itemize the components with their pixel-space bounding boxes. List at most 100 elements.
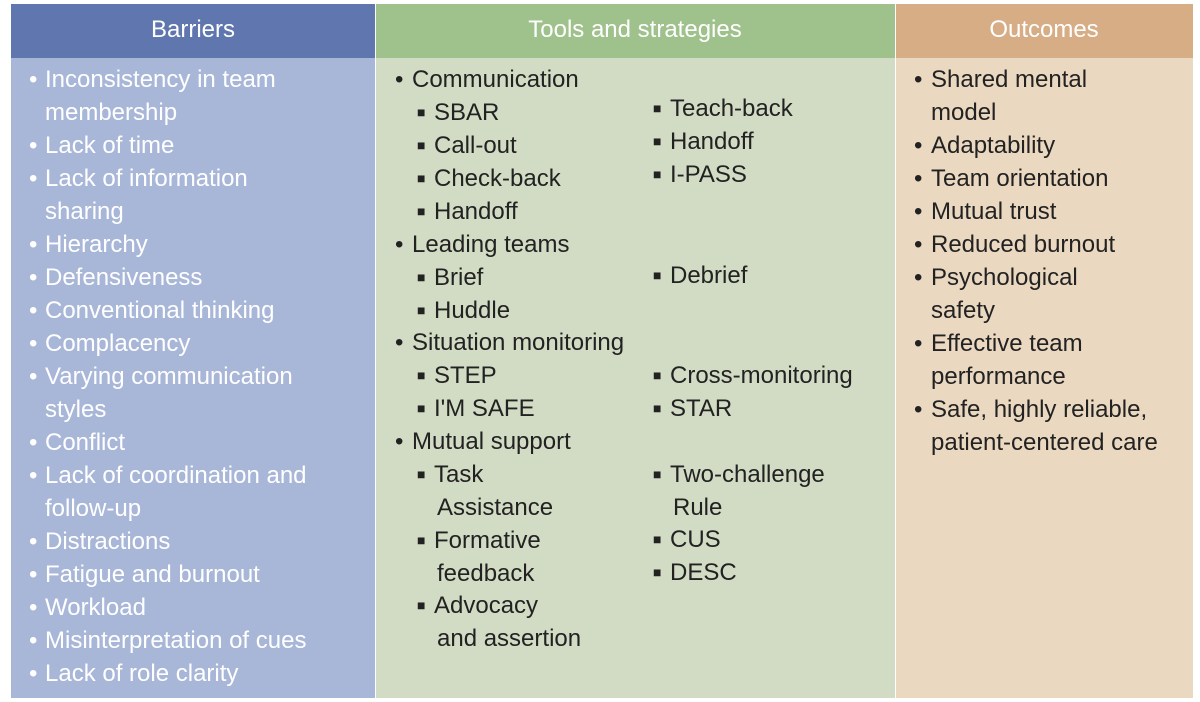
barrier-text: Hierarchy: [45, 231, 148, 258]
tool-cus: ■CUS: [653, 526, 721, 553]
barrier-item: • Misinterpretation of cues: [29, 624, 306, 657]
column-divider: [375, 4, 376, 698]
bullet-icon: •: [29, 297, 38, 324]
outcome-text: Safe, highly reliable,: [931, 396, 1148, 423]
barrier-text: styles: [45, 396, 107, 423]
outcome-text: safety: [931, 297, 996, 324]
barrier-text: Conflict: [45, 429, 126, 456]
outcome-text: Reduced burnout: [931, 231, 1116, 258]
barriers-column: Barriers • Inconsistency in team membershi…: [11, 4, 375, 698]
barrier-text: Lack of time: [45, 132, 175, 159]
tool-cross-monitoring: ■Cross-monitoring: [653, 362, 853, 389]
tool-ipass: ■I-PASS: [653, 161, 747, 188]
tool-im-safe: ■I'M SAFE: [417, 395, 535, 422]
barrier-item: • Complacency: [29, 327, 190, 360]
barrier-text: membership: [45, 99, 178, 126]
barrier-text: Complacency: [45, 330, 191, 357]
tool-category-situation-monitoring: •Situation monitoring: [395, 329, 625, 356]
bullet-icon: •: [914, 231, 923, 258]
barrier-item: • Conventional thinking: [29, 294, 275, 327]
outcome-item: • Psychological safety: [914, 261, 1078, 327]
outcome-item: • Reduced burnout: [914, 228, 1115, 261]
tool-desc: ■DESC: [653, 559, 737, 586]
bullet-icon: •: [29, 66, 38, 93]
bullet-icon: •: [914, 165, 923, 192]
barrier-item: • Defensiveness: [29, 261, 202, 294]
barrier-item: •Lack of time: [29, 129, 174, 162]
outcome-text: Mutual trust: [931, 198, 1057, 225]
barrier-item: • Distractions: [29, 525, 170, 558]
tool-call-out: ■Call-out: [417, 132, 517, 159]
bullet-icon: •: [914, 396, 923, 423]
outcome-text: patient-centered care: [931, 429, 1158, 456]
tool-check-back: ■Check-back: [417, 165, 561, 192]
outcome-item: •Mutual trust: [914, 195, 1056, 228]
outcome-text: model: [931, 99, 997, 126]
bullet-icon: •: [29, 264, 38, 291]
bullet-icon: •: [29, 231, 38, 258]
tool-step: ■STEP: [417, 362, 497, 389]
tool-category-communication: •Communication: [395, 66, 579, 93]
tool-handoff: ■Handoff: [417, 198, 518, 225]
barrier-text: Inconsistency in team: [45, 66, 276, 93]
bullet-icon: •: [914, 132, 923, 159]
barrier-item: • Varying communication styles: [29, 360, 293, 426]
outcome-text: performance: [931, 363, 1066, 390]
barrier-text: follow-up: [45, 495, 142, 522]
barrier-text: Defensiveness: [45, 264, 203, 291]
barrier-text: Misinterpretation of cues: [45, 627, 307, 654]
bullet-icon: •: [29, 330, 38, 357]
tools-header: Tools and strategies: [375, 4, 895, 58]
tool-category-leading-teams: •Leading teams: [395, 231, 570, 258]
bullet-icon: •: [29, 363, 38, 390]
outcome-item: • Effective team performance: [914, 327, 1083, 393]
barrier-text: Lack of role clarity: [45, 660, 239, 687]
outcomes-header: Outcomes: [895, 4, 1193, 58]
tool-sbar: ■SBAR: [417, 99, 500, 126]
tools-column: Tools and strategies •Communication ■SBA…: [375, 4, 895, 698]
barrier-item: • Inconsistency in team membership: [29, 63, 276, 129]
barriers-header: Barriers: [11, 4, 375, 58]
bullet-icon: •: [914, 264, 923, 291]
column-divider: [895, 4, 896, 698]
outcome-text: Shared mental: [931, 66, 1088, 93]
outcome-item: • Shared mental model: [914, 63, 1087, 129]
barrier-item: • Conflict: [29, 426, 125, 459]
bullet-icon: •: [29, 528, 38, 555]
tool-huddle: ■Huddle: [417, 297, 511, 324]
barrier-text: Varying communication: [45, 363, 293, 390]
bullet-icon: •: [29, 429, 38, 456]
barrier-text: Fatigue and burnout: [45, 561, 260, 588]
barrier-text: Distractions: [45, 528, 171, 555]
outcome-item: • Adaptability: [914, 129, 1055, 162]
barrier-text: Lack of information: [45, 165, 248, 192]
outcome-text: Adaptability: [931, 132, 1056, 159]
bullet-icon: •: [29, 462, 38, 489]
tool-handoff-2: ■Handoff: [653, 128, 754, 155]
tool-brief: ■Brief: [417, 264, 484, 291]
barrier-item: •Workload: [29, 591, 146, 624]
barrier-item: • Hierarchy: [29, 228, 148, 261]
barrier-item: • Lack of information sharing: [29, 162, 248, 228]
bullet-icon: •: [29, 627, 38, 654]
bullet-icon: •: [914, 66, 923, 93]
barrier-text: Workload: [45, 594, 146, 621]
outcome-text: Team orientation: [931, 165, 1109, 192]
outcome-text: Psychological: [931, 264, 1078, 291]
tool-debrief: ■Debrief: [653, 262, 748, 289]
barrier-item: •Fatigue and burnout: [29, 558, 260, 591]
barrier-text: Lack of coordination and: [45, 462, 307, 489]
bullet-icon: •: [29, 165, 38, 192]
barrier-text: sharing: [45, 198, 124, 225]
tool-category-mutual-support: •Mutual support: [395, 428, 571, 455]
barrier-item: • Lack of coordination and follow-up: [29, 459, 307, 525]
outcome-item: • Safe, highly reliable, patient-centered …: [914, 393, 1158, 459]
outcome-text: Effective team: [931, 330, 1083, 357]
outcome-item: • Team orientation: [914, 162, 1108, 195]
barrier-text: Conventional thinking: [45, 297, 275, 324]
teamwork-table: Barriers • Inconsistency in team membershi…: [11, 4, 1193, 698]
bullet-icon: •: [914, 330, 923, 357]
